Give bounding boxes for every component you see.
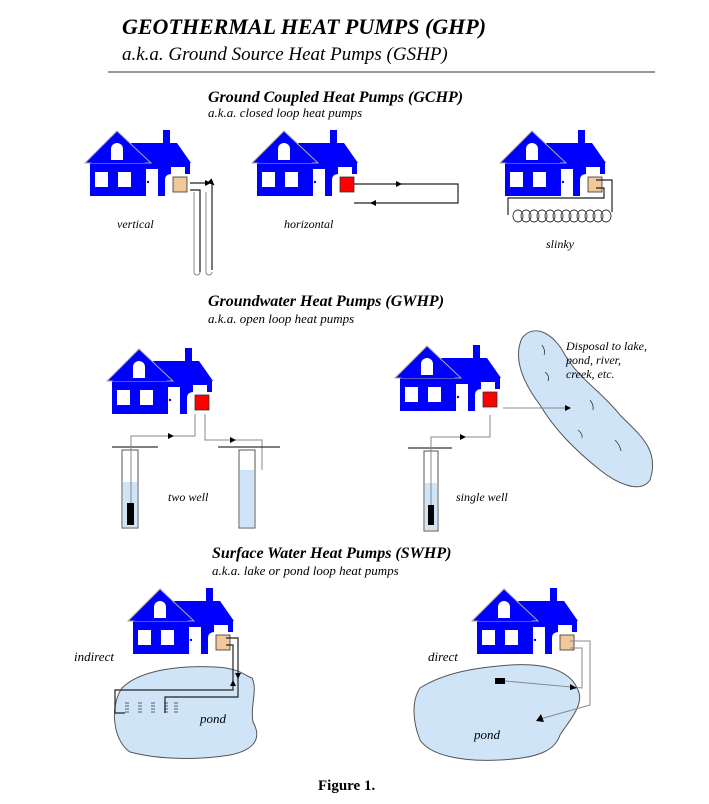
heat-pump-unit xyxy=(215,634,231,651)
pond-indirect xyxy=(113,666,258,759)
label-pond-direct: pond xyxy=(473,727,501,742)
label-single-well: single well xyxy=(456,490,508,504)
direct-loop xyxy=(495,640,591,722)
label-slinky: slinky xyxy=(546,237,575,251)
main-title: GEOTHERMAL HEAT PUMPS (GHP) xyxy=(122,14,486,39)
single-well-system xyxy=(408,405,571,532)
label-direct: direct xyxy=(428,649,458,664)
house-horizontal xyxy=(251,129,360,197)
house-vertical xyxy=(84,129,193,197)
label-pond-indirect: pond xyxy=(199,711,227,726)
slinky-loop xyxy=(507,179,613,223)
house-direct xyxy=(471,587,580,655)
house-single-well xyxy=(394,344,503,412)
label-vertical: vertical xyxy=(117,217,154,231)
figure-caption: Figure 1. xyxy=(318,778,375,794)
two-well-system xyxy=(112,414,280,529)
heat-pump-unit xyxy=(587,176,603,193)
disposal-note-line3: creek, etc. xyxy=(566,367,615,381)
pond-direct xyxy=(413,664,581,761)
swhp-subtitle: a.k.a. lake or pond loop heat pumps xyxy=(212,563,399,578)
gchp-subtitle: a.k.a. closed loop heat pumps xyxy=(208,105,362,120)
heat-pump-unit xyxy=(194,394,210,411)
heat-pump-unit xyxy=(559,634,575,651)
disposal-note-line1: Disposal to lake, xyxy=(565,339,647,353)
house-slinky xyxy=(499,129,608,197)
label-horizontal: horizontal xyxy=(284,217,334,231)
label-two-well: two well xyxy=(168,490,209,504)
horizontal-loop xyxy=(354,181,459,206)
indirect-loop xyxy=(114,637,241,714)
main-subtitle: a.k.a. Ground Source Heat Pumps (GSHP) xyxy=(122,44,448,65)
label-indirect: indirect xyxy=(74,649,114,664)
heat-pump-unit xyxy=(482,391,498,408)
disposal-note-line2: pond, river, xyxy=(565,353,621,367)
gchp-title: Ground Coupled Heat Pumps (GCHP) xyxy=(208,89,463,106)
house-indirect xyxy=(127,587,236,655)
gwhp-subtitle: a.k.a. open loop heat pumps xyxy=(208,311,354,326)
heat-pump-unit xyxy=(339,176,355,193)
vertical-loop xyxy=(190,178,215,276)
house-two-well xyxy=(106,347,215,415)
gwhp-title: Groundwater Heat Pumps (GWHP) xyxy=(208,293,444,310)
swhp-title: Surface Water Heat Pumps (SWHP) xyxy=(212,545,451,562)
heat-pump-unit xyxy=(172,176,188,193)
lake xyxy=(518,330,654,488)
